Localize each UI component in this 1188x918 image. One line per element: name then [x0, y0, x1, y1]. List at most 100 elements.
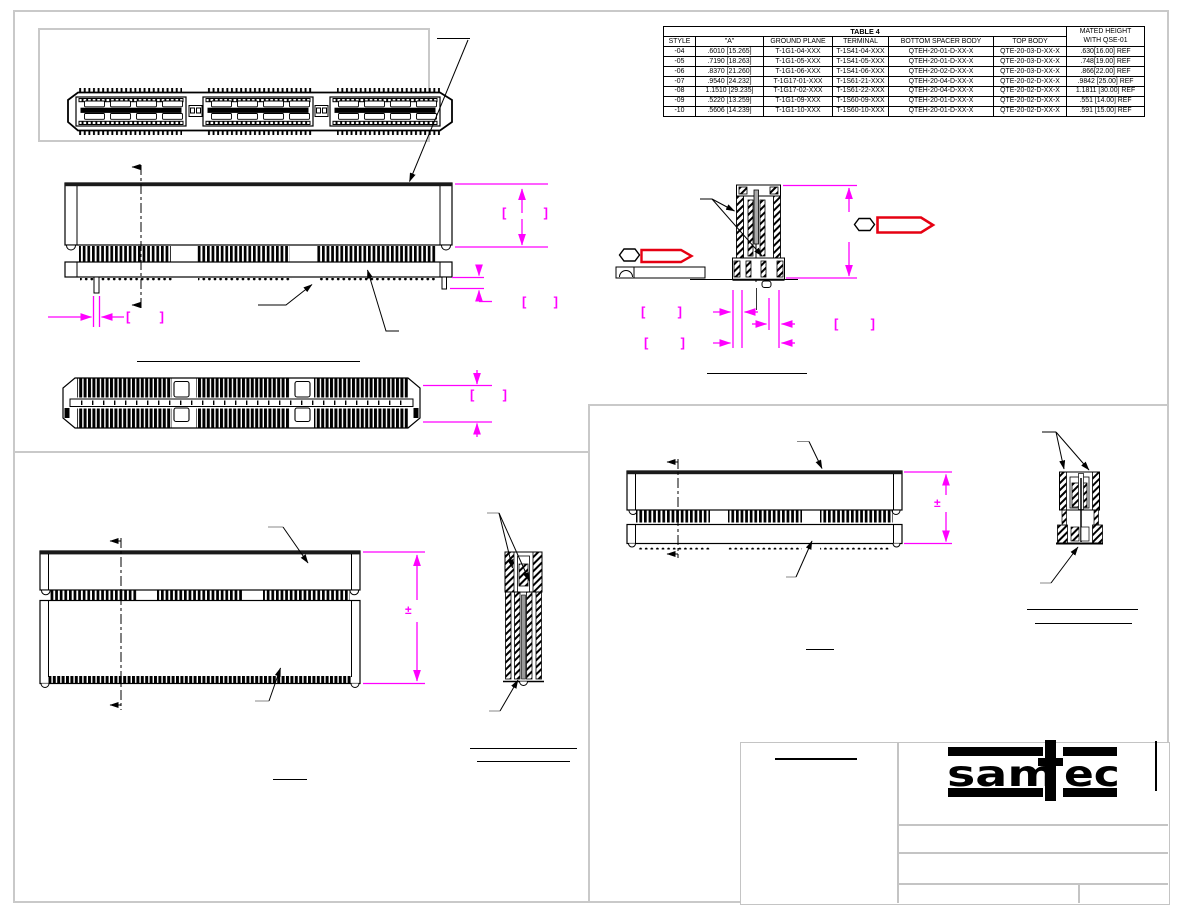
col-a: "A"	[695, 36, 764, 48]
top-view	[67, 88, 453, 135]
table-cell: .748[19.00] REF	[1066, 56, 1146, 68]
table-cell: -08	[663, 85, 696, 97]
logo-text-right: ec	[1064, 754, 1120, 795]
table-cell: .591 [15.00] REF	[1066, 105, 1146, 117]
table-cell: T-1G17-01-XXX	[763, 76, 833, 87]
table-cell: QTEH-20-04-D-XX-X	[888, 76, 994, 87]
mated-section-view	[615, 184, 798, 310]
dimension-label: []	[644, 335, 685, 350]
mated-assembly-view	[39, 526, 361, 710]
table-cell: T-1S60-10-XXX	[832, 105, 889, 117]
table-cell: QTE-20-02-D-XX-X	[992, 76, 1068, 87]
blank-label-underline	[1027, 608, 1138, 610]
blank-label-underline	[273, 778, 307, 780]
col-terminal: TERMINAL	[832, 36, 889, 48]
col-style: STYLE	[663, 36, 696, 48]
table4-title: TABLE 4	[662, 25, 1068, 38]
flag-note-icon	[618, 248, 694, 264]
blank-label-underline	[775, 758, 857, 760]
logo-bar	[948, 788, 1043, 797]
table-cell: .9540 [24.232]	[695, 76, 764, 87]
dimension-lines	[48, 183, 952, 685]
dimension-label: []	[641, 304, 682, 319]
table-cell: T-1S41-06-XXX	[832, 66, 889, 78]
blank-label-underline	[137, 360, 360, 362]
samtec-logo: sam ec	[945, 739, 1123, 803]
table-cell: T-1G17-02-XXX	[763, 85, 833, 97]
table-cell: -04	[663, 46, 696, 58]
dimension-label: []	[522, 294, 558, 309]
table-cell: .6010 [15.265]	[695, 46, 764, 58]
table-cell: T-1S41-05-XXX	[832, 56, 889, 68]
dimension-label: []	[834, 316, 875, 331]
table-cell: -05	[663, 56, 696, 68]
table-cell: -10	[663, 105, 696, 117]
section-view-center	[487, 512, 544, 712]
title-block-cell-divider	[1078, 883, 1080, 903]
blank-label-underline	[470, 747, 577, 749]
section-view-right	[1040, 431, 1103, 584]
table-cell: QTE-20-02-D-XX-X	[992, 85, 1068, 97]
table-cell: -06	[663, 66, 696, 78]
logo-t-crossbar	[1038, 758, 1063, 766]
dimension-label: []	[502, 205, 548, 220]
title-block-mark	[1155, 741, 1157, 791]
table-cell: T-1G1-06-XXX	[763, 66, 833, 78]
col-ground-plane: GROUND PLANE	[763, 36, 833, 48]
tolerance-label: ±	[934, 496, 941, 510]
logo-bar	[1063, 788, 1117, 797]
col-bottom-spacer-body: BOTTOM SPACER BODY	[888, 36, 994, 48]
blank-label-underline	[477, 760, 570, 762]
table-cell: T-1S41-04-XXX	[832, 46, 889, 58]
blank-label-underline	[437, 37, 470, 39]
col-top-body: TOP BODY	[992, 36, 1068, 48]
front-view	[64, 39, 469, 332]
blank-label-underline	[806, 648, 834, 650]
table4-mated-header: MATED HEIGHT WITH QSE-01	[1066, 25, 1146, 48]
table-cell: T-1G1-04-XXX	[763, 46, 833, 58]
title-block-row-line	[897, 852, 1168, 854]
bottom-view	[62, 377, 421, 429]
table-cell: T-1S61-21-XXX	[832, 76, 889, 87]
table-cell: .630[16.00] REF	[1066, 46, 1146, 58]
table-cell: 1.1510 [29.235]	[695, 85, 764, 97]
table-cell: QTEH-20-01-D-XX-X	[888, 105, 994, 117]
table-cell: 1.1811 [30.00] REF	[1066, 85, 1146, 97]
table-cell: .866[22.00] REF	[1066, 66, 1146, 78]
logo-t-stem	[1045, 740, 1056, 801]
table-cell: -09	[663, 95, 696, 107]
flag-note-icon	[853, 216, 936, 234]
table-cell: T-1G1-09-XXX	[763, 95, 833, 107]
table-cell: .7190 [18.263]	[695, 56, 764, 68]
table-cell: QTE-20-02-D-XX-X	[992, 95, 1068, 107]
title-block-row-line	[897, 883, 1168, 885]
logo-bar	[1063, 747, 1117, 756]
title-block-divider	[897, 742, 899, 903]
table-cell: QTEH-20-01-D-XX-X	[888, 46, 994, 58]
sheet-border	[13, 10, 1169, 903]
table-cell: .8370 [21.260]	[695, 66, 764, 78]
table-cell: .551 [14.00] REF	[1066, 95, 1146, 107]
table-cell: QTE-20-02-D-XX-X	[992, 105, 1068, 117]
table-cell: QTEH-20-04-D-XX-X	[888, 85, 994, 97]
logo-bar	[948, 747, 1043, 756]
table-cell: .9842 [25.00] REF	[1066, 76, 1146, 87]
table-cell: .5606 [14.239]	[695, 105, 764, 117]
table-cell: T-1S60-09-XXX	[832, 95, 889, 107]
dimension-label: []	[126, 309, 164, 324]
zone-divider-right	[588, 404, 1169, 406]
table-cell: QTEH-20-01-D-XX-X	[888, 95, 994, 107]
table-cell: T-1G1-05-XXX	[763, 56, 833, 68]
mated-assembly-view-right	[626, 441, 903, 578]
table-cell: QTE-20-03-D-XX-X	[992, 46, 1068, 58]
